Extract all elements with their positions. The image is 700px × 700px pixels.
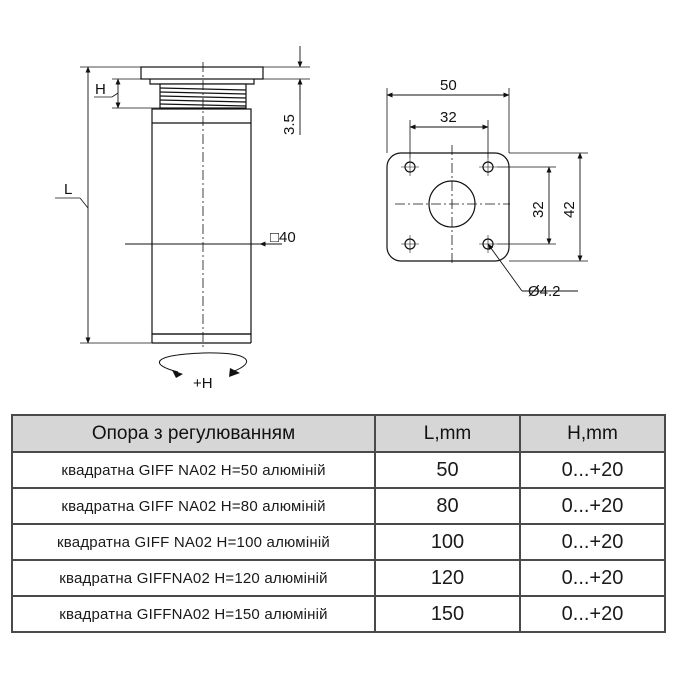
row-h: 0...+20 [519, 451, 666, 489]
dim-l-label: L [64, 181, 72, 198]
table-row: квадратна GIFFNA02 H=150 алюміній 150 0.… [11, 595, 666, 633]
row-name: квадратна GIFF NA02 H=80 алюміній [11, 487, 376, 525]
rotation-arrow [158, 352, 248, 373]
row-name: квадратна GIFFNA02 H=120 алюміній [11, 559, 376, 597]
dim-hole-spacing-y-label: 32 [530, 201, 547, 218]
dim-3-5-label: 3.5 [281, 114, 298, 135]
dim-hole-diameter-label: Ø4.2 [528, 283, 561, 300]
header-support: Опора з регулюванням [11, 414, 376, 453]
dim-rotate-h-label: +H [193, 375, 213, 392]
table-row: квадратна GIFF NA02 H=100 алюміній 100 0… [11, 523, 666, 561]
leg-body [151, 108, 252, 335]
row-h: 0...+20 [519, 559, 666, 597]
table-row: квадратна GIFF NA02 H=50 алюміній 50 0..… [11, 451, 666, 489]
row-name: квадратна GIFFNA02 H=150 алюміній [11, 595, 376, 633]
row-l: 50 [374, 451, 521, 489]
dim-plate-height-label: 42 [561, 201, 578, 218]
dim-hole-spacing-x-label: 32 [440, 109, 457, 126]
table-row: квадратна GIFF NA02 H=80 алюміній 80 0..… [11, 487, 666, 525]
technical-drawing: H 3.5 L □40 +H [55, 46, 588, 392]
row-name: квадратна GIFF NA02 H=50 алюміній [11, 451, 376, 489]
spec-table: Опора з регулюванням L,mm H,mm квадратна… [11, 414, 666, 633]
dim-square-40-label: □40 [270, 229, 296, 246]
row-l: 80 [374, 487, 521, 525]
plate-top-view [386, 88, 588, 292]
table-header-row: Опора з регулюванням L,mm H,mm [11, 414, 666, 453]
row-l: 100 [374, 523, 521, 561]
dim-plate-width-label: 50 [440, 77, 457, 94]
dim-h-label: H [95, 81, 106, 98]
mounting-flange [140, 66, 264, 80]
row-name: квадратна GIFF NA02 H=100 алюміній [11, 523, 376, 561]
row-h: 0...+20 [519, 595, 666, 633]
row-h: 0...+20 [519, 487, 666, 525]
row-h: 0...+20 [519, 523, 666, 561]
row-l: 120 [374, 559, 521, 597]
side-view [55, 46, 310, 378]
header-l-mm: L,mm [374, 414, 521, 453]
row-l: 150 [374, 595, 521, 633]
header-h-mm: H,mm [519, 414, 666, 453]
table-row: квадратна GIFFNA02 H=120 алюміній 120 0.… [11, 559, 666, 597]
